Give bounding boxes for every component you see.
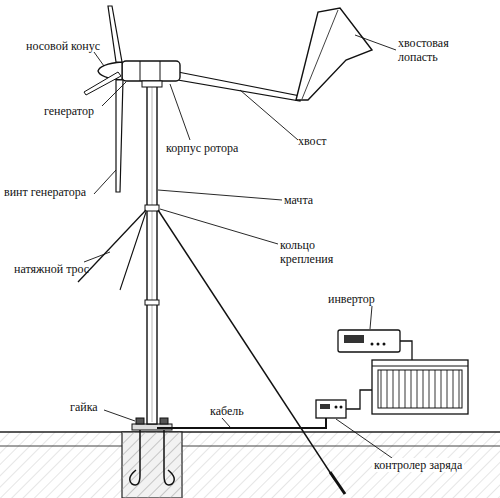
anchor-rods	[130, 428, 175, 485]
blade	[84, 72, 121, 95]
part-label: генератор	[44, 104, 94, 118]
part-label: контролер заряда	[372, 458, 464, 472]
tail-boom	[178, 72, 300, 101]
charge-controller	[316, 400, 346, 418]
mast	[147, 76, 157, 424]
nut	[160, 418, 168, 424]
part-label: инвертор	[328, 292, 375, 306]
nut	[136, 418, 144, 424]
battery-bank	[372, 360, 468, 414]
guy-anchor	[330, 472, 345, 494]
rotor-housing	[122, 61, 180, 81]
part-label: гайка	[70, 400, 98, 414]
cable	[157, 418, 326, 428]
tail-vane	[296, 8, 372, 100]
mounting-ring	[145, 205, 159, 211]
part-label: кольцо крепления	[280, 238, 352, 266]
part-label: носовой конус	[26, 39, 100, 53]
ground	[0, 432, 500, 498]
blade	[116, 80, 123, 192]
part-label: мачта	[284, 193, 313, 207]
wire	[346, 390, 372, 409]
part-label: хвост	[298, 134, 326, 148]
leader-lines	[84, 35, 396, 458]
part-label: хвостовая лопасть	[398, 36, 472, 64]
part-label: винт генератора	[4, 185, 86, 199]
inverter	[338, 330, 400, 352]
guy-wire	[120, 212, 146, 290]
part-label: корпус ротора	[166, 141, 238, 155]
blade	[108, 6, 122, 62]
part-label: натяжной трос	[14, 262, 89, 276]
wire	[400, 341, 412, 360]
part-label: кабель	[208, 404, 246, 418]
